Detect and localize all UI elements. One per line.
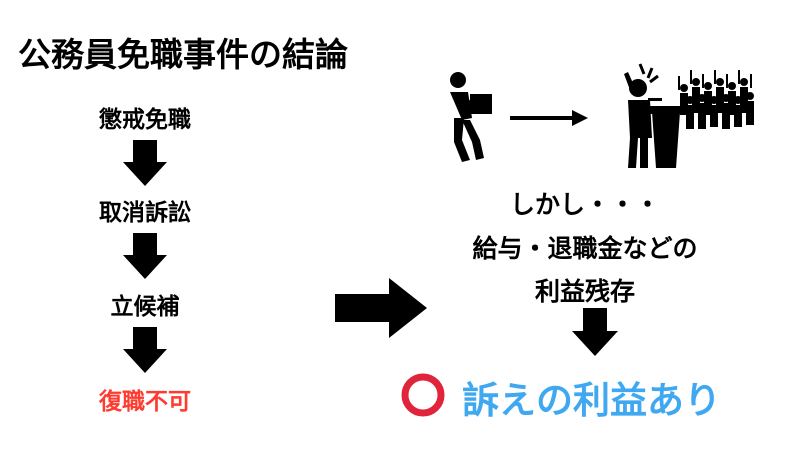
result-text: 訴えの利益あり <box>462 379 721 422</box>
down-arrow-icon <box>572 308 618 356</box>
flow-step-disciplinary-dismissal: 懲戒免職 <box>99 107 191 133</box>
however-text: しかし・・・ <box>509 190 660 219</box>
down-arrow-icon <box>123 140 167 186</box>
circle-mark-icon <box>400 372 446 418</box>
remaining-benefits-text-line1: 給与・退職金などの <box>472 234 698 263</box>
remaining-benefits-text-line2: 利益残存 <box>534 277 635 306</box>
person-carrying-box-icon <box>440 70 500 162</box>
flow-step-revocation-suit: 取消訴訟 <box>99 200 191 226</box>
down-arrow-icon <box>123 233 167 279</box>
speaker-at-podium-with-crowd-icon <box>618 60 758 172</box>
right-arrow-icon <box>510 108 588 128</box>
page-title: 公務員免職事件の結論 <box>18 35 348 74</box>
flow-step-candidacy: 立候補 <box>110 294 180 320</box>
flow-step-reinstatement-impossible: 復職不可 <box>99 389 191 415</box>
big-right-arrow-icon <box>335 278 427 338</box>
down-arrow-icon <box>123 327 167 373</box>
